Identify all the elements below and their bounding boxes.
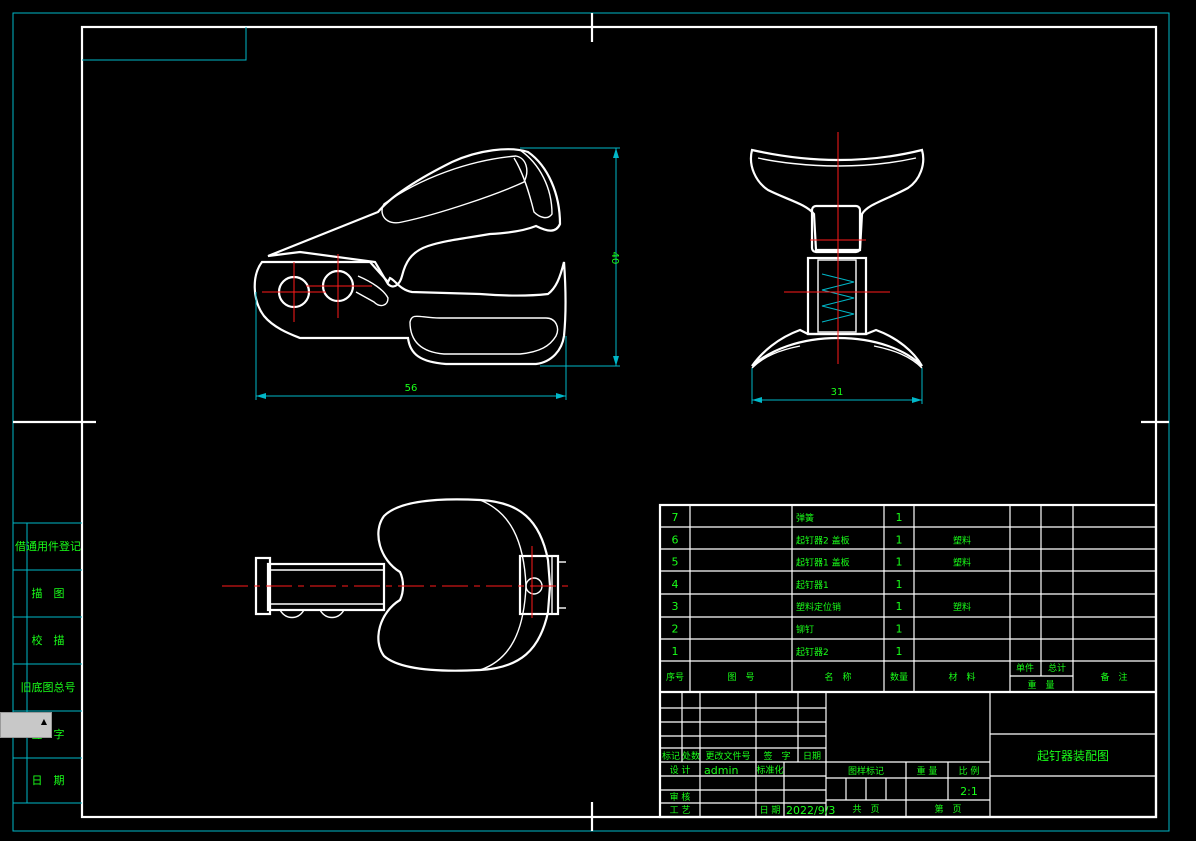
tb-std-label: 标准化	[756, 764, 783, 776]
header-total-weight: 总计	[1048, 662, 1066, 674]
tb-design-label: 设 计	[670, 764, 691, 776]
header-code: 图 号	[727, 672, 754, 683]
part-name: 起钉器2 盖板	[796, 534, 850, 546]
side-label-3: 旧底图总号	[21, 680, 76, 694]
part-material: 塑料	[953, 557, 971, 569]
header-unit-weight: 单件	[1016, 662, 1034, 674]
tb-change-doc: 更改文件号	[705, 750, 750, 762]
part-no: 6	[672, 533, 679, 546]
side-registration-column: 借通用件登记 描 图 校 描 旧底图总号 签 字 日 期	[13, 522, 82, 804]
part-material: 塑料	[953, 534, 971, 546]
side-label-1: 描 图	[32, 586, 65, 600]
part-name: 起钉器2	[796, 647, 829, 658]
part-name: 起钉器1	[796, 580, 829, 591]
part-qty: 1	[896, 533, 903, 546]
top-view	[222, 498, 572, 672]
header-material: 材 料	[948, 671, 975, 683]
tb-designer: admin	[704, 764, 738, 777]
tb-process-label: 工 艺	[670, 805, 691, 816]
dim-length-56: 56	[405, 383, 418, 394]
dim-height-40: 40	[609, 252, 620, 265]
side-label-0: 借通用件登记	[15, 539, 81, 553]
part-name: 起钉器1 盖板	[796, 557, 850, 569]
parts-list-table: 序号 图 号 名 称 数量 材 料 单件 总计 重 量 备 注 7 弹簧 1 6 起钉器…	[658, 503, 1158, 819]
tb-date-label: 日期	[803, 751, 821, 762]
side-label-5: 日 期	[32, 774, 65, 787]
tb-signature: 签 字	[763, 750, 790, 762]
front-view: 56 40	[253, 147, 620, 400]
part-name: 弹簧	[796, 512, 814, 524]
tb-review-label: 审 核	[670, 791, 691, 803]
chevron-up-icon: ▲	[40, 717, 47, 726]
tb-sheet-no: 第 页	[934, 803, 961, 815]
parts-rows: 7 弹簧 1 6 起钉器2 盖板 1 塑料 5 起钉器1 盖板 1 塑料 4 起钉器1 1 3 塑料定位销 1 塑…	[672, 511, 972, 658]
dim-width-31: 31	[831, 387, 844, 398]
scroll-handle[interactable]: ▲	[0, 712, 52, 738]
header-weight: 重 量	[1027, 679, 1054, 691]
part-qty: 1	[896, 556, 903, 569]
tb-weight-label: 重 量	[917, 765, 938, 777]
title-block: 标记 处数 更改文件号 签 字 日期 设 计 admin 标准化 审 核 工 艺…	[660, 692, 1156, 817]
tb-total-sheets: 共 页	[852, 804, 879, 815]
part-qty: 1	[896, 600, 903, 613]
part-no: 1	[672, 645, 679, 658]
part-qty: 1	[896, 623, 903, 636]
part-no: 5	[672, 556, 679, 569]
part-qty: 1	[896, 511, 903, 524]
outer-border	[12, 12, 1170, 832]
part-qty: 1	[896, 645, 903, 658]
code-box	[82, 27, 247, 61]
inner-frame	[80, 25, 1158, 819]
header-qty: 数量	[890, 671, 908, 683]
header-remark: 备 注	[1100, 671, 1127, 683]
part-material: 塑料	[953, 601, 971, 613]
part-no: 3	[672, 600, 679, 613]
side-view: 31	[749, 132, 925, 404]
part-no: 7	[672, 511, 679, 524]
part-no: 2	[672, 623, 679, 636]
side-label-2: 校 描	[32, 633, 65, 647]
tb-count: 处数	[682, 750, 700, 762]
tb-scale-label: 比 例	[959, 765, 980, 777]
part-name: 塑料定位销	[796, 601, 841, 613]
header-no: 序号	[666, 671, 684, 683]
header-name: 名 称	[824, 671, 851, 683]
tb-date2-label: 日 期	[760, 805, 781, 816]
tb-date: 2022/9/3	[786, 804, 835, 817]
tb-scale: 2:1	[960, 785, 978, 798]
part-no: 4	[672, 578, 679, 591]
tb-stage-label: 图样标记	[848, 765, 884, 777]
part-name: 铆钉	[796, 624, 814, 636]
part-qty: 1	[896, 578, 903, 591]
drawing-title: 起钉器装配图	[1037, 749, 1109, 763]
tb-mark: 标记	[662, 750, 680, 762]
